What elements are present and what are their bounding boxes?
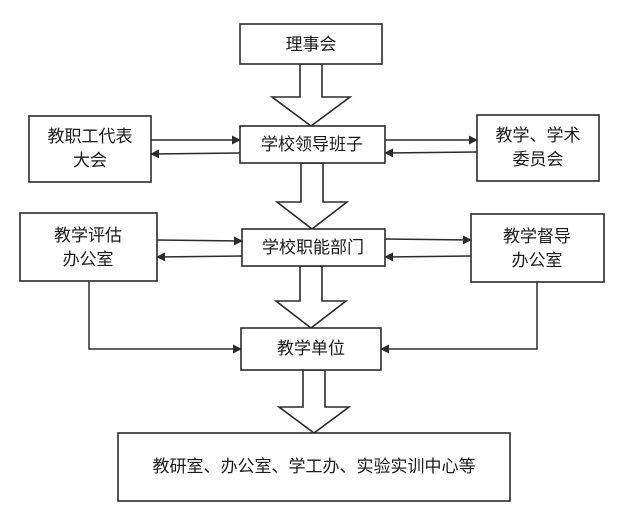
sub-units-box <box>117 432 511 502</box>
sub-units-label: 教研室、办公室、学工办、实验实训中心等 <box>153 457 476 477</box>
down-arrow-council-to-leadership <box>269 63 353 127</box>
council-box <box>239 23 383 65</box>
academic-committee-box <box>476 114 600 182</box>
staff-congress-label-line1: 教职工代表 <box>48 127 133 147</box>
leadership-box <box>239 125 386 164</box>
staff-congress-label-line2: 大会 <box>73 151 107 171</box>
eval-office-box <box>19 212 158 282</box>
leadership-label: 学校领导班子 <box>261 135 363 155</box>
edge-functional-depts-to-supervision-office <box>384 235 472 245</box>
academic-committee-label-line2: 委员会 <box>513 150 564 170</box>
supervision-office-box <box>470 213 605 283</box>
edge-supervision-office-to-teaching-units <box>380 282 538 354</box>
supervision-office-label-line1: 教学督导 <box>503 227 571 247</box>
teaching-units-label: 教学单位 <box>277 339 345 359</box>
down-arrow-units-to-subunits <box>276 369 352 434</box>
edge-eval-office-to-functional-depts <box>156 236 243 246</box>
edge-leadership-to-staff-congress <box>150 149 241 159</box>
eval-office-label-line2: 办公室 <box>63 250 114 270</box>
edge-academic-committee-to-leadership <box>384 148 478 158</box>
functional-depts-label: 学校职能部门 <box>262 238 364 258</box>
eval-office-label-line1: 教学评估 <box>54 226 122 246</box>
academic-committee-label-line1: 教学、学术 <box>496 126 581 146</box>
staff-congress-box <box>28 115 152 183</box>
edge-supervision-office-to-functional-depts <box>384 252 472 262</box>
down-arrow-functional-to-units <box>273 265 349 330</box>
supervision-office-label-line2: 办公室 <box>512 251 563 271</box>
functional-depts-box <box>241 228 386 267</box>
edge-functional-depts-to-eval-office <box>156 252 243 262</box>
edge-eval-office-to-teaching-units <box>88 281 242 354</box>
council-label: 理事会 <box>286 35 337 55</box>
down-arrow-leadership-to-functional <box>274 162 350 231</box>
